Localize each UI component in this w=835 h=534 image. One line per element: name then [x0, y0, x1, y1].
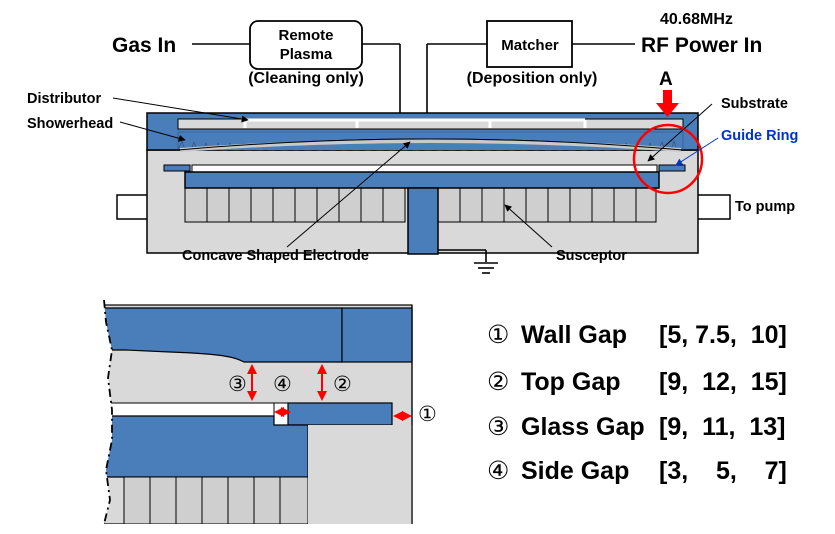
matcher-label: Matcher: [501, 37, 559, 54]
gas-in-label: Gas In: [112, 34, 176, 57]
substrate: [191, 164, 658, 173]
chamber: [116, 112, 731, 255]
rf-power-in-label: RF Power In: [641, 34, 762, 57]
feed-lines: [192, 43, 635, 130]
detail-arrow-icon: [656, 90, 679, 117]
distributor-label: Distributor: [27, 91, 101, 107]
susceptor-plate: [184, 171, 660, 189]
legend-row-top-gap: ② Top Gap [9, 12, 15]: [487, 365, 787, 399]
detail-view: [104, 304, 413, 524]
substrate-label: Substrate: [721, 96, 788, 112]
legend-values: [9, 11, 13]: [659, 413, 786, 441]
remote-plasma-label-2: Plasma: [280, 46, 333, 63]
guide-ring-right: [658, 164, 686, 172]
to-pump-label: To pump: [735, 199, 795, 215]
legend-values: [9, 12, 15]: [659, 368, 787, 396]
gap-marker-3: ③: [228, 373, 247, 396]
legend-num: ③: [487, 413, 510, 441]
detail-marker-label: A: [659, 69, 673, 90]
legend-values: [5, 7.5, 10]: [659, 321, 787, 349]
detail-highlight-circle: [632, 123, 704, 195]
legend-num: ④: [487, 457, 510, 485]
cleaning-only-label: (Cleaning only): [248, 70, 364, 87]
distributor-plate: [243, 118, 587, 128]
legend-num: ②: [487, 368, 510, 396]
remote-plasma-label-1: Remote: [278, 27, 333, 44]
gap-marker-1: ①: [418, 403, 437, 426]
legend-name: Side Gap: [521, 457, 630, 485]
guide-ring-label: Guide Ring: [721, 128, 798, 144]
susceptor-stem: [407, 187, 439, 255]
exhaust-slots: [184, 187, 657, 223]
break-line: [103, 299, 113, 525]
legend-row-wall-gap: ① Wall Gap [5, 7.5, 10]: [487, 318, 787, 352]
legend-row-glass-gap: ③ Glass Gap [9, 11, 13]: [487, 410, 785, 444]
legend-name: Top Gap: [521, 368, 621, 396]
gap-marker-4: ④: [273, 373, 292, 396]
susceptor-label: Susceptor: [556, 248, 627, 264]
deposition-only-label: (Deposition only): [467, 70, 598, 87]
guide-ring-callout: [675, 137, 719, 166]
matcher-box: Matcher: [486, 20, 573, 68]
ground-icon: [438, 249, 498, 274]
gap-marker-2: ②: [333, 373, 352, 396]
frequency-label: 40.68MHz: [660, 11, 733, 28]
legend-name: Glass Gap: [521, 413, 645, 441]
showerhead-label: Showerhead: [27, 116, 113, 132]
legend-num: ①: [487, 321, 510, 349]
legend-row-side-gap: ④ Side Gap [3, 5, 7]: [487, 454, 787, 488]
legend-values: [3, 5, 7]: [659, 457, 787, 485]
concave-electrode-label: Concave Shaped Electrode: [182, 248, 369, 264]
remote-plasma-box: Remote Plasma: [249, 20, 363, 70]
callout-lines: [112, 97, 713, 248]
guide-ring-left: [163, 164, 191, 172]
gap-arrows: [247, 364, 412, 421]
legend-name: Wall Gap: [521, 321, 628, 349]
